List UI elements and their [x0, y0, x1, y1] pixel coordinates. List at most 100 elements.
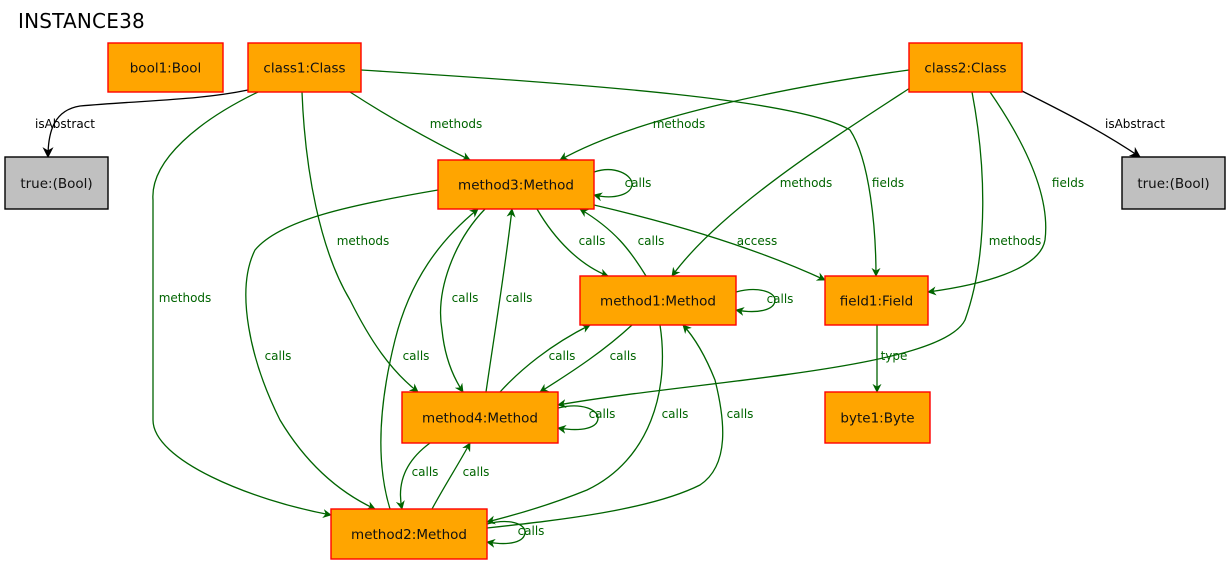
node-method4: method4:Method	[401, 391, 559, 444]
edge-method1-calls-method3: calls	[579, 208, 665, 277]
edge-line	[431, 442, 471, 510]
edge-line	[395, 442, 431, 510]
edge-line	[927, 91, 1047, 296]
edge-label: calls	[638, 234, 665, 248]
node-box	[4, 156, 109, 210]
diagram-title: INSTANCE38	[18, 9, 145, 33]
edge-line	[593, 169, 633, 202]
edge-label: isAbstract	[35, 117, 95, 131]
node-box	[107, 42, 224, 93]
edge-line	[301, 91, 419, 393]
edge-label: methods	[430, 117, 483, 131]
edge-line	[485, 208, 516, 393]
node-box	[824, 275, 929, 326]
node-label: method3:Method	[458, 178, 574, 194]
edge-line	[380, 208, 479, 510]
edge-line	[593, 204, 826, 281]
node-method3: method3:Method	[437, 159, 595, 210]
edge-method1-calls-method1: calls	[735, 288, 794, 316]
node-box	[401, 391, 559, 444]
edge-method3-calls-method3: calls	[593, 169, 652, 202]
node-label: field1:Field	[840, 294, 913, 310]
node-bool1: bool1:Bool	[107, 42, 224, 93]
edge-class1-methods-method2: methods	[152, 91, 332, 518]
edge-line	[42, 89, 249, 159]
edge-label: calls	[506, 291, 533, 305]
edge-label: fields	[1052, 176, 1084, 190]
edge-label: fields	[872, 176, 904, 190]
edge-label: methods	[780, 176, 833, 190]
edge-line	[539, 324, 633, 393]
edge-method4-calls-method4: calls	[557, 405, 616, 434]
edge-label: isAbstract	[1105, 117, 1165, 131]
edge-line	[152, 91, 332, 518]
edge-label: calls	[579, 234, 606, 248]
edge-class1-methods-method3: methods	[349, 91, 483, 161]
edge-label: calls	[412, 465, 439, 479]
edge-method2-calls-method4: calls	[431, 442, 490, 510]
node-class2: class2:Class	[908, 42, 1023, 93]
edge-label: calls	[589, 407, 616, 421]
node-field1: field1:Field	[824, 275, 929, 326]
edge-line	[245, 189, 439, 510]
edge-label: calls	[610, 349, 637, 363]
edge-line	[579, 208, 647, 277]
node-label: class1:Class	[263, 61, 345, 77]
node-label: true:(Bool)	[1137, 176, 1209, 192]
edge-label: calls	[549, 349, 576, 363]
edge-line	[735, 288, 776, 316]
edge-class1-isAbstract-trueL: isAbstract	[35, 89, 249, 159]
edge-method3-calls-method4: calls	[440, 208, 486, 393]
edge-method3-access-field1: access	[593, 204, 826, 281]
edge-method2-calls-method3: calls	[380, 208, 479, 510]
node-label: method2:Method	[351, 527, 467, 543]
edge-label: methods	[989, 234, 1042, 248]
edge-line	[1019, 89, 1141, 158]
edge-label: methods	[337, 234, 390, 248]
node-label: byte1:Byte	[840, 411, 914, 427]
edge-line	[671, 87, 911, 277]
node-box	[1121, 156, 1226, 210]
node-class1: class1:Class	[247, 42, 362, 93]
edge-method4-calls-method3: calls	[485, 208, 533, 393]
node-trueR: true:(Bool)	[1121, 156, 1226, 210]
node-label: true:(Bool)	[20, 176, 92, 192]
node-method2: method2:Method	[330, 508, 488, 560]
edge-field1-type-byte1: type	[872, 325, 908, 393]
edge-label: calls	[452, 291, 479, 305]
edge-label: calls	[767, 292, 794, 306]
edge-method1-calls-method2: calls	[486, 324, 689, 525]
edge-line	[440, 208, 486, 393]
node-label: method4:Method	[422, 411, 538, 427]
node-byte1: byte1:Byte	[824, 391, 931, 444]
edge-line	[486, 324, 664, 525]
edge-method2-calls-method1: calls	[486, 324, 754, 529]
edge-label: type	[881, 349, 908, 363]
node-box	[330, 508, 488, 560]
edge-method2-calls-method2: calls	[486, 520, 545, 548]
node-trueL: true:(Bool)	[4, 156, 109, 210]
edge-class1-fields-field1: fields	[360, 69, 904, 277]
edge-line	[486, 324, 724, 529]
edge-label: calls	[518, 524, 545, 538]
edge-line	[559, 69, 910, 161]
edge-method1-calls-method4: calls	[539, 324, 637, 393]
edge-method4-calls-method1: calls	[499, 324, 591, 393]
node-box	[579, 275, 737, 326]
edge-method3-calls-method1: calls	[536, 208, 609, 278]
node-label: class2:Class	[924, 61, 1006, 77]
edge-line	[349, 91, 471, 161]
edge-label: access	[737, 234, 777, 248]
edge-label: calls	[662, 407, 689, 421]
edge-label: calls	[727, 407, 754, 421]
edge-class2-methods-method1: methods	[671, 87, 911, 277]
edge-line	[360, 69, 881, 277]
edge-line	[557, 91, 984, 409]
edge-label: calls	[463, 465, 490, 479]
edge-line	[557, 405, 599, 434]
edge-label: methods	[159, 291, 212, 305]
node-box	[437, 159, 595, 210]
node-label: method1:Method	[600, 294, 716, 310]
edge-label: calls	[625, 176, 652, 190]
